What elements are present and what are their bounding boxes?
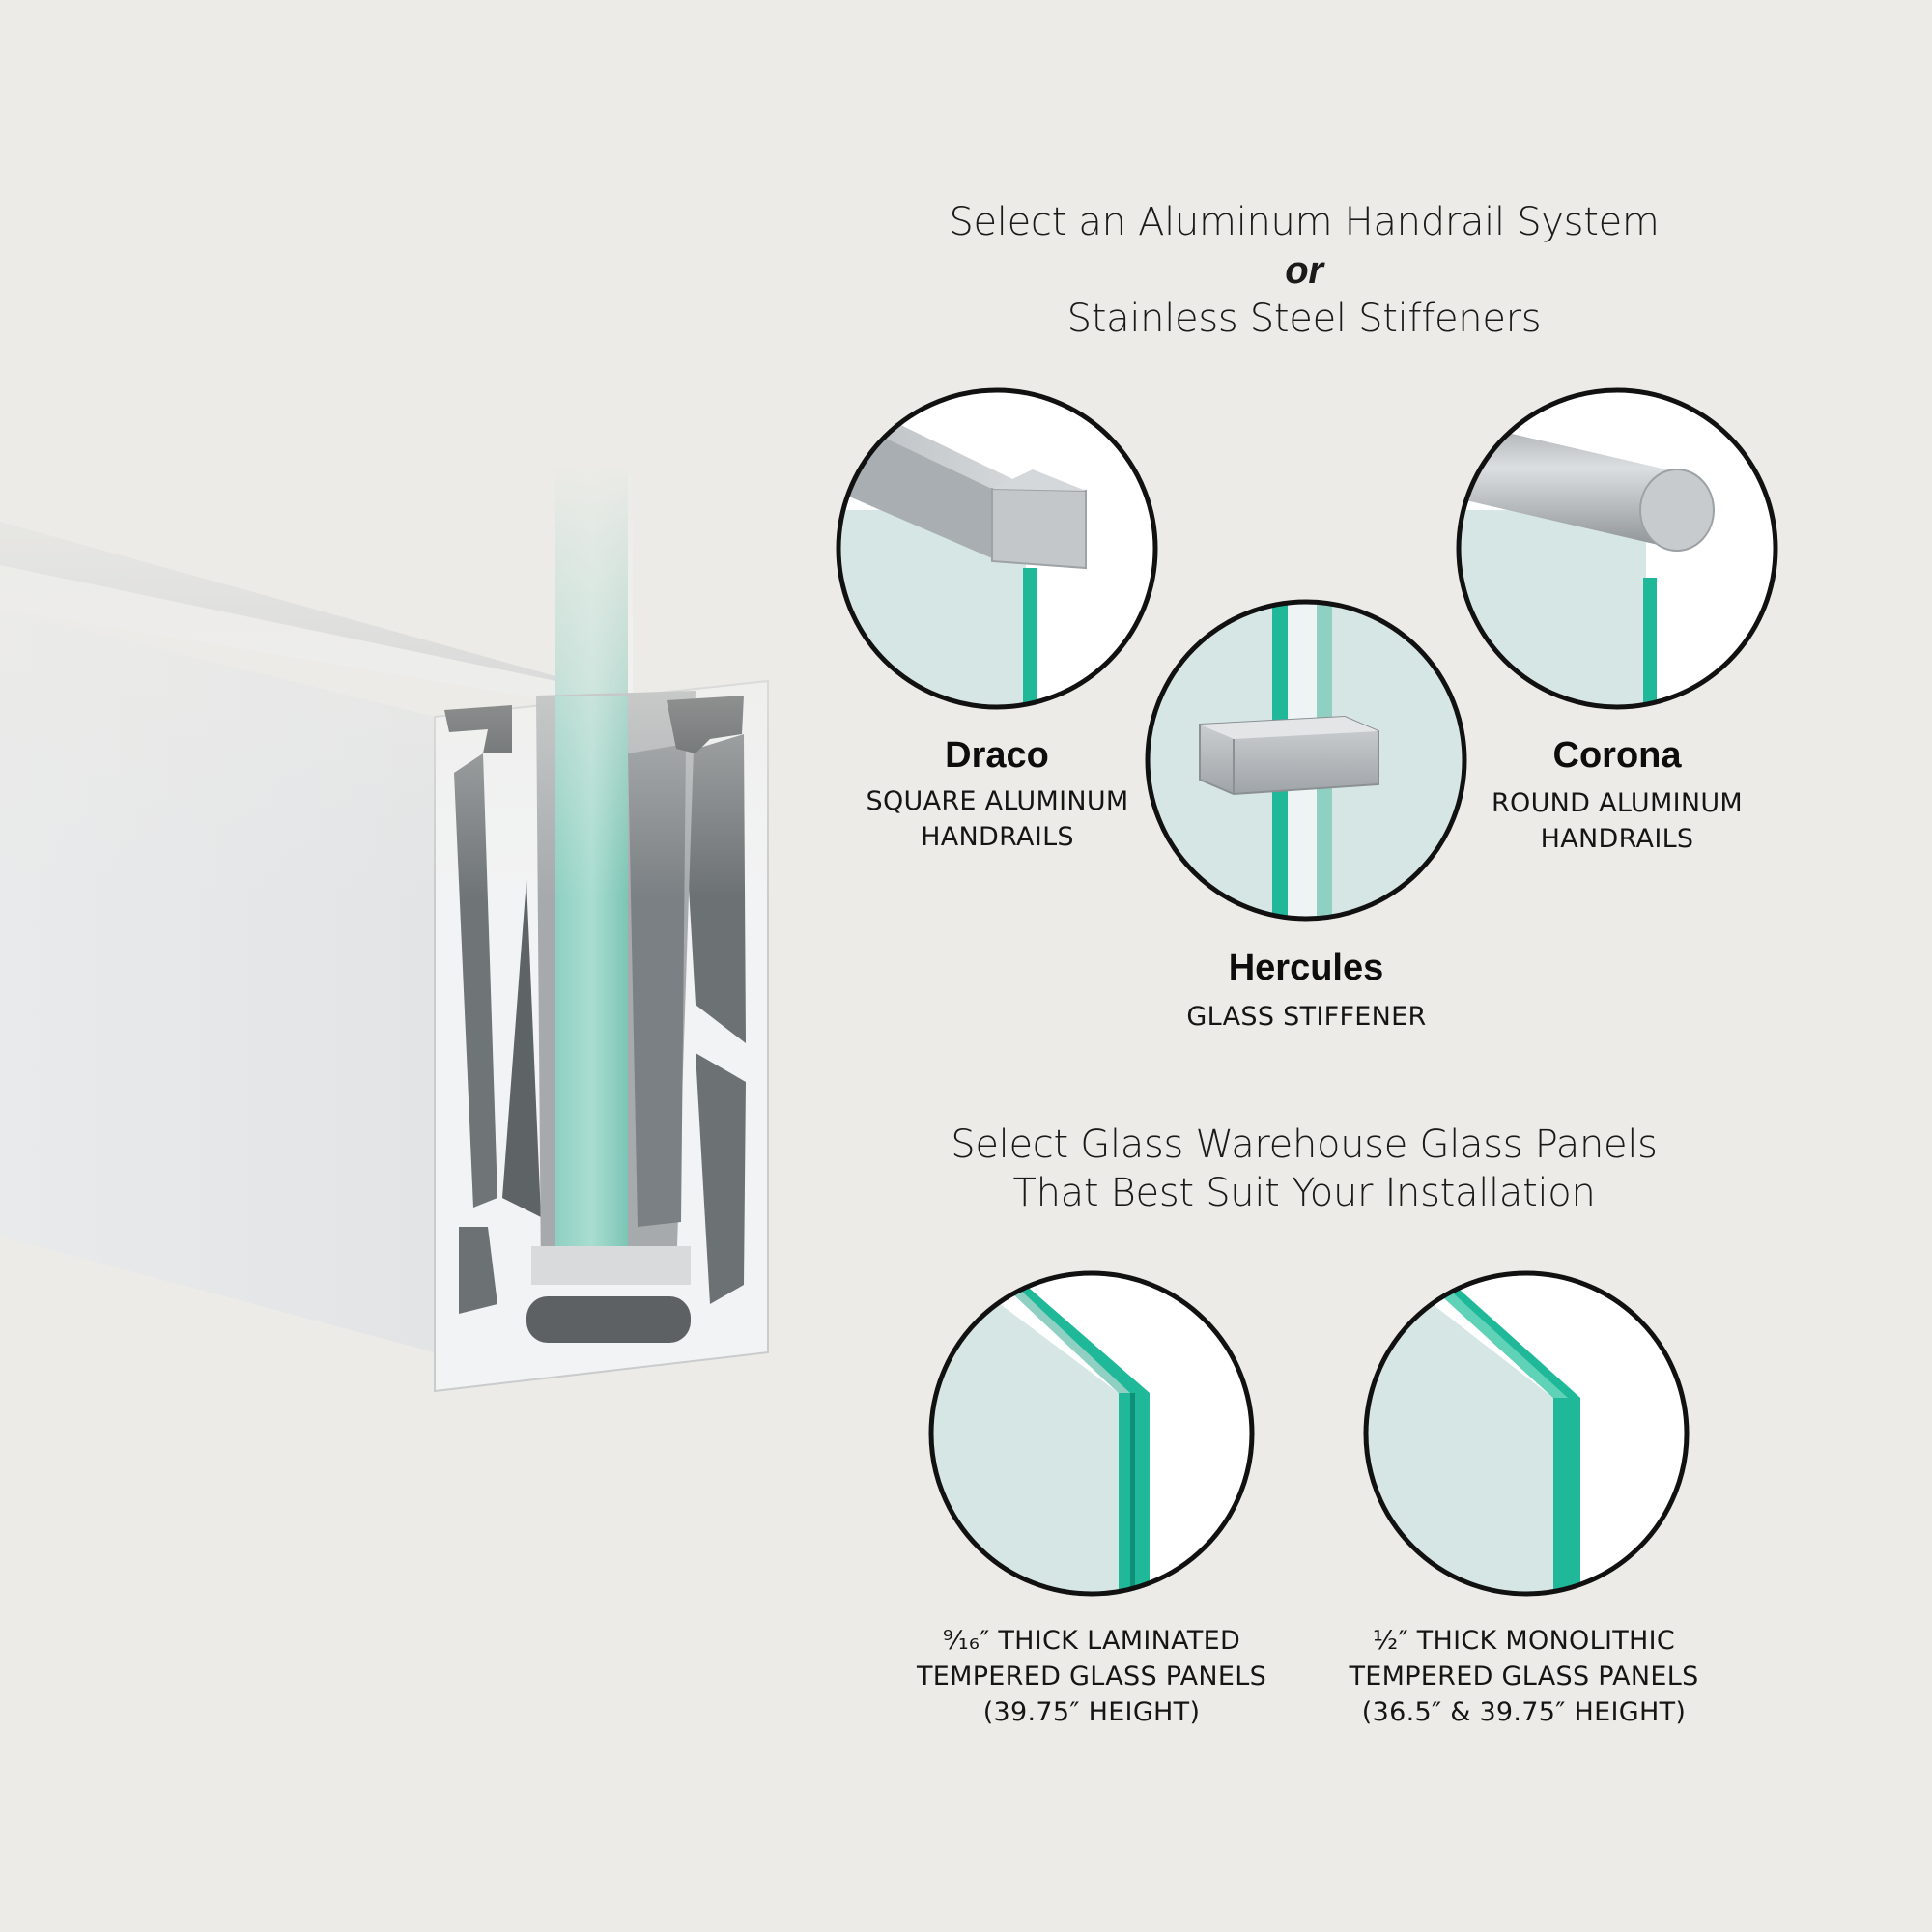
laminated-desc-line1: ⁹⁄₁₆″ THICK LAMINATED	[874, 1623, 1309, 1659]
base-shoe-illustration	[0, 464, 792, 1430]
corona-image	[1453, 384, 1781, 713]
handrail-section-title: Select an Aluminum Handrail System or St…	[869, 198, 1739, 343]
glass-title-line1: Select Glass Warehouse Glass Panels	[951, 1122, 1658, 1167]
laminated-desc-text: THICK LAMINATED	[998, 1626, 1241, 1656]
laminated-thickness: ⁹⁄₁₆″	[942, 1626, 990, 1656]
handrail-title-line2: Stainless Steel Stiffeners	[1066, 297, 1542, 341]
draco-desc-line2: HANDRAILS	[921, 822, 1074, 852]
monolithic-thickness: ½″	[1372, 1626, 1408, 1656]
monolithic-desc-line3: (36.5″ & 39.75″ HEIGHT)	[1361, 1697, 1687, 1727]
handrail-title-line1: Select an Aluminum Handrail System	[949, 200, 1660, 244]
handrail-title-or: or	[1285, 249, 1323, 292]
draco-description: SQUARE ALUMINUM HANDRAILS	[831, 783, 1164, 855]
draco-name: Draco	[945, 735, 1049, 776]
laminated-desc-line2: TEMPERED GLASS PANELS	[916, 1662, 1267, 1691]
draco-desc-line1: SQUARE ALUMINUM	[866, 786, 1129, 816]
hercules-description: GLASS STIFFENER	[1135, 999, 1478, 1035]
glass-section-title: Select Glass Warehouse Glass Panels That…	[869, 1121, 1739, 1217]
draco-image	[833, 384, 1161, 713]
hercules-name: Hercules	[1228, 948, 1384, 988]
laminated-desc-line3: (39.75″ HEIGHT)	[982, 1697, 1201, 1727]
monolithic-desc-text: THICK MONOLITHIC	[1416, 1626, 1676, 1656]
monolithic-panel-image	[1360, 1267, 1692, 1600]
corona-description: ROUND ALUMINUM HANDRAILS	[1449, 785, 1785, 857]
laminated-panel-image	[925, 1267, 1258, 1600]
corona-desc-line2: HANDRAILS	[1540, 824, 1694, 854]
corona-desc-line1: ROUND ALUMINUM	[1492, 788, 1743, 818]
laminated-panel-description: ⁹⁄₁₆″ THICK LAMINATED TEMPERED GLASS PAN…	[874, 1623, 1309, 1730]
monolithic-panel-description: ½″ THICK MONOLITHIC TEMPERED GLASS PANEL…	[1304, 1623, 1744, 1730]
monolithic-desc-line2: TEMPERED GLASS PANELS	[1349, 1662, 1699, 1691]
hercules-image	[1142, 596, 1470, 924]
corona-name: Corona	[1552, 735, 1682, 776]
monolithic-desc-line1: ½″ THICK MONOLITHIC	[1304, 1623, 1744, 1659]
glass-title-line2: That Best Suit Your Installation	[1012, 1171, 1596, 1215]
hercules-desc-line1: GLASS STIFFENER	[1186, 1002, 1427, 1032]
